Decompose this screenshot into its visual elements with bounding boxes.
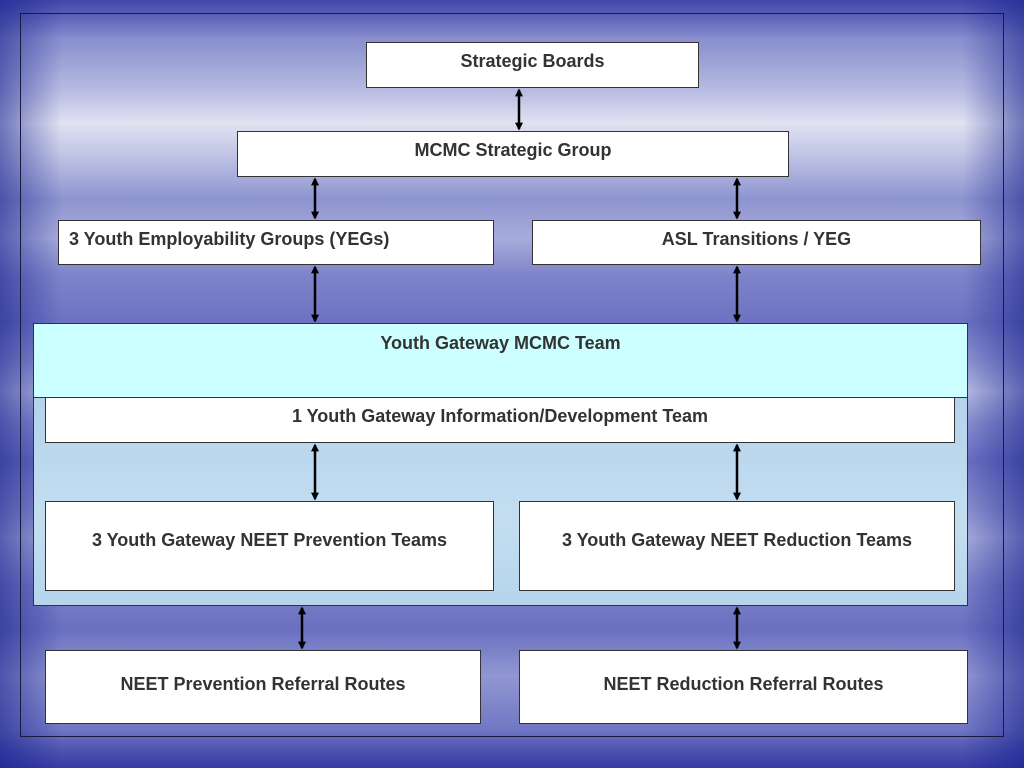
prevention-teams-label: 3 Youth Gateway NEET Prevention Teams xyxy=(91,530,448,551)
strategic-boards-label: Strategic Boards xyxy=(460,51,605,71)
info-dev-team-box: 1 Youth Gateway Information/Development … xyxy=(45,397,955,443)
youth-gateway-mcmc-team-label: Youth Gateway MCMC Team xyxy=(380,333,621,353)
prevention-routes-label: NEET Prevention Referral Routes xyxy=(120,674,406,695)
yegs-box: 3 Youth Employability Groups (YEGs) xyxy=(58,220,494,265)
prevention-teams-box: 3 Youth Gateway NEET Prevention Teams xyxy=(45,501,494,591)
reduction-routes-label: NEET Reduction Referral Routes xyxy=(603,674,884,695)
info-dev-team-label: 1 Youth Gateway Information/Development … xyxy=(291,406,709,426)
reduction-teams-label: 3 Youth Gateway NEET Reduction Teams xyxy=(561,530,913,551)
asl-transitions-label: ASL Transitions / YEG xyxy=(661,229,852,249)
asl-transitions-box: ASL Transitions / YEG xyxy=(532,220,981,265)
reduction-routes-box: NEET Reduction Referral Routes xyxy=(519,650,968,724)
mcmc-strategic-group-label: MCMC Strategic Group xyxy=(414,140,612,160)
prevention-routes-box: NEET Prevention Referral Routes xyxy=(45,650,481,724)
yegs-label: 3 Youth Employability Groups (YEGs) xyxy=(69,229,390,249)
mcmc-strategic-group-box: MCMC Strategic Group xyxy=(237,131,789,177)
slide-frame xyxy=(20,13,1004,737)
reduction-teams-box: 3 Youth Gateway NEET Reduction Teams xyxy=(519,501,955,591)
strategic-boards-box: Strategic Boards xyxy=(366,42,699,88)
